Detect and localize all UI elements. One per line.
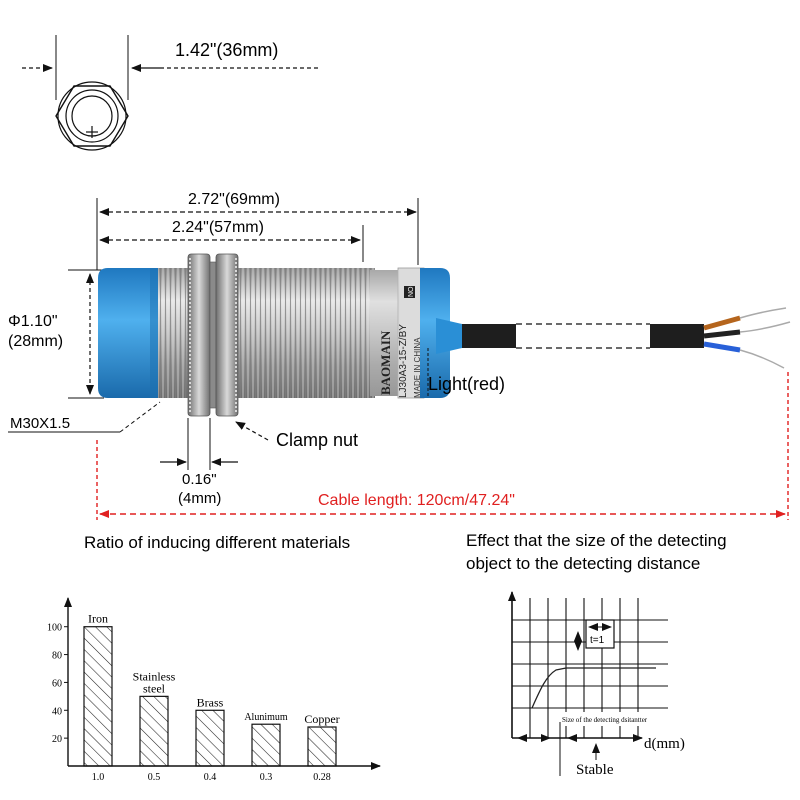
effect-diagram: t=1 Size of the detecting dsitantter d(m…	[508, 591, 685, 778]
diameter-label-line2: (28mm)	[8, 333, 63, 350]
category-label-4: Copper	[304, 712, 339, 726]
t-label: t=1	[590, 635, 605, 646]
category-label-3: Alunimum	[244, 712, 288, 723]
sensor-body: BAOMAIN LJ30A3-15-Z/BY MADE IN CHINA NO	[98, 267, 450, 399]
bar-4	[307, 726, 337, 767]
curve-caption: Size of the detecting dsitantter	[562, 716, 648, 724]
y-tick-label-1: 40	[52, 706, 62, 717]
x-axis-label: d(mm)	[644, 736, 685, 752]
effect-title-line1: Effect that the size of the detecting	[466, 531, 727, 550]
hex-nut-end-view	[55, 81, 129, 151]
light-callout: Light(red)	[427, 348, 505, 398]
thread-spec-callout: M30X1.5	[8, 401, 161, 433]
hex-width-dimension: 1.42"(36mm)	[22, 35, 318, 100]
cable-length-label: Cable length: 120cm/47.24"	[318, 492, 515, 509]
y-tick-label-0: 20	[52, 734, 62, 745]
cable-length-dimension: Cable length: 120cm/47.24"	[96, 372, 789, 520]
distance-curve	[531, 667, 656, 709]
clamp-nuts	[187, 253, 239, 417]
cable	[436, 307, 791, 369]
bar-2	[195, 709, 225, 767]
nut-thickness-dimension: 0.16" (4mm)	[160, 418, 238, 507]
stable-label: Stable	[576, 762, 614, 778]
light-label: Light(red)	[428, 374, 505, 394]
bar-0	[83, 626, 113, 767]
ratio-label-1: 0.5	[148, 772, 161, 783]
hex-width-label: 1.42"(36mm)	[175, 40, 278, 60]
bar-3	[251, 723, 281, 767]
brand-print: BAOMAIN	[378, 330, 393, 395]
origin-print: MADE IN CHINA	[413, 337, 422, 398]
bar-1	[139, 695, 169, 767]
no-mark-box	[404, 286, 415, 298]
nut-thickness-line2: (4mm)	[178, 490, 221, 507]
clamp-nut-label: Clamp nut	[276, 430, 358, 450]
clamp-nut-callout: Clamp nut	[235, 421, 358, 450]
category-label-1-1: steel	[143, 681, 166, 695]
y-tick-label-3: 80	[52, 651, 62, 662]
thread-length-label: 2.24"(57mm)	[172, 219, 264, 236]
diameter-label-line1: Φ1.10"	[8, 313, 58, 330]
ratio-label-0: 1.0	[92, 772, 105, 783]
y-tick-label-4: 100	[47, 623, 62, 634]
category-label-0: Iron	[88, 612, 108, 626]
model-print: LJ30A3-15-Z/BY	[398, 324, 409, 398]
ratio-label-4: 0.28	[313, 772, 331, 783]
effect-title-line2: object to the detecting distance	[466, 554, 700, 573]
category-label-2: Brass	[197, 695, 224, 709]
category-label-1-0: Stainless	[133, 669, 176, 683]
ratio-label-3: 0.3	[260, 772, 273, 783]
no-mark-print: NO	[408, 286, 415, 297]
nut-thickness-line1: 0.16"	[182, 471, 217, 488]
thread-length-dimension: 2.24"(57mm)	[99, 219, 364, 262]
ratio-label-2: 0.4	[204, 772, 217, 783]
total-length-dimension: 2.72"(69mm)	[96, 191, 419, 270]
diameter-dimension: Φ1.10" (28mm)	[8, 269, 104, 399]
materials-title: Ratio of inducing different materials	[84, 533, 350, 552]
y-tick-label-2: 60	[52, 678, 62, 689]
total-length-label: 2.72"(69mm)	[188, 191, 280, 208]
thread-spec-label: M30X1.5	[10, 415, 70, 432]
